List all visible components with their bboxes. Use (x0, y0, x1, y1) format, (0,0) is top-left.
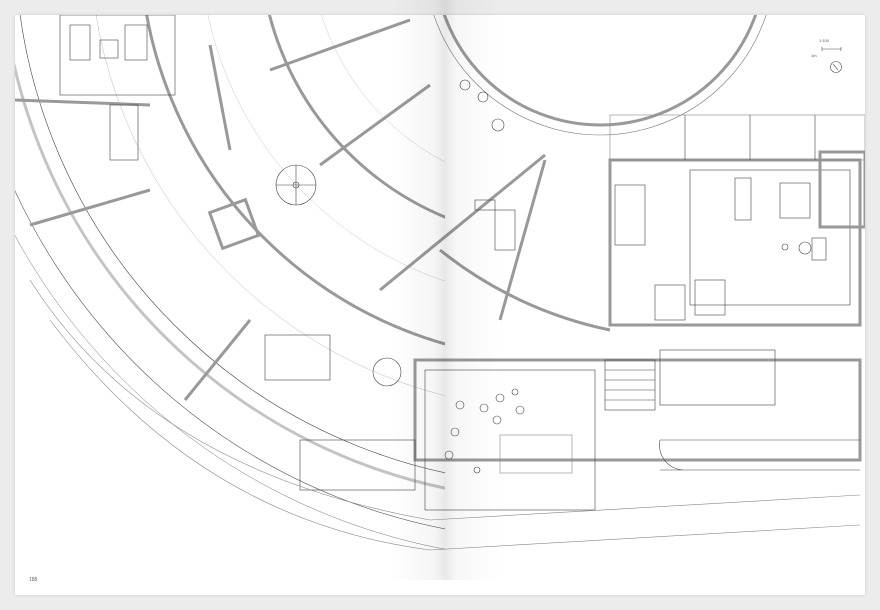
page-number: 188 (29, 577, 38, 583)
curved-building (15, 15, 445, 550)
north-arrow-icon (830, 61, 842, 73)
radial-walls (15, 18, 547, 401)
scale-unit-label: 1m (811, 53, 817, 58)
core (207, 197, 261, 251)
stair-block (604, 359, 656, 411)
right-building (608, 114, 865, 327)
spiral-stair (275, 164, 317, 206)
terrace (413, 349, 862, 511)
scale-label: 1:100 (819, 38, 830, 43)
left-rooms (59, 15, 516, 491)
road (29, 279, 861, 551)
inner-courtyard-arc (433, 15, 767, 332)
